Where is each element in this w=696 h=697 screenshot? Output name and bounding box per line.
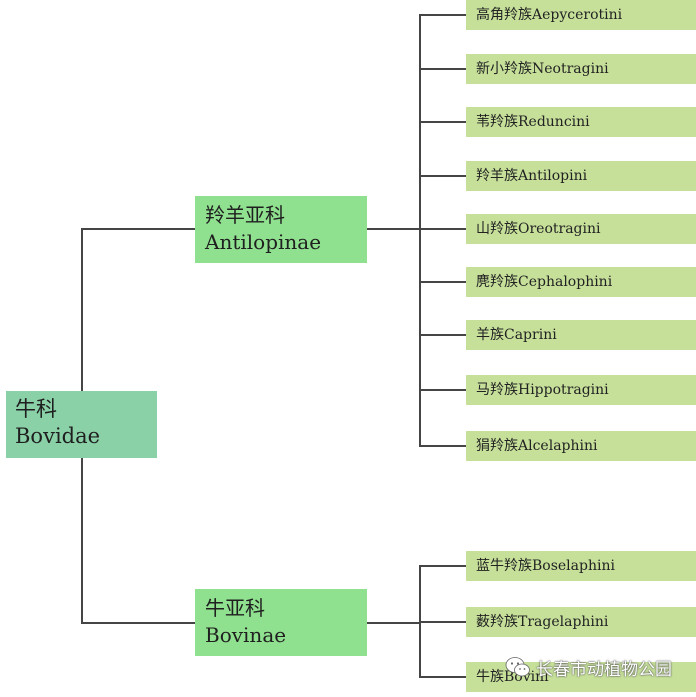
subfamily-name-en: Antilopinae (205, 230, 322, 254)
tribe-node-neotragini: 新小羚族Neotragini (466, 54, 696, 84)
tribe-node-alcelaphini: 狷羚族Alcelaphini (466, 431, 696, 461)
connector-tribe-branch (419, 14, 466, 16)
connector-tribe-branch (419, 175, 466, 177)
tribe-node-oreotragini: 山羚族Oreotragini (466, 214, 696, 244)
subfamily-name-cn: 羚羊亚科 (205, 203, 285, 227)
connector-antilopinae-spine (419, 15, 421, 447)
connector-root-to-antilopinae (81, 228, 195, 230)
wechat-icon (505, 656, 531, 678)
root-node-bovidae: 牛科 Bovidae (6, 391, 157, 458)
tribe-node-antilopini: 羚羊族Antilopini (466, 161, 696, 191)
connector-tribe-branch (419, 334, 466, 336)
subfamily-name-cn: 牛亚科 (205, 596, 265, 620)
connector-tribe-branch (419, 676, 466, 678)
connector-tribe-branch (419, 121, 466, 123)
root-name-en: Bovidae (15, 424, 101, 448)
subfamily-node-bovinae: 牛亚科 Bovinae (195, 589, 367, 656)
connector-tribe-branch (419, 389, 466, 391)
watermark: 长春市动植物公园 (505, 652, 672, 682)
tribe-node-boselaphini: 蓝牛羚族Boselaphini (466, 551, 696, 581)
subfamily-node-antilopinae: 羚羊亚科 Antilopinae (195, 196, 367, 263)
connector-tribe-branch (419, 565, 466, 567)
connector-tribe-branch (419, 68, 466, 70)
tribe-node-cephalophini: 麂羚族Cephalophini (466, 267, 696, 297)
connector-tribe-branch (419, 228, 466, 230)
connector-tribe-branch (419, 281, 466, 283)
connector-tribe-branch (419, 445, 466, 447)
tribe-node-aepycerotini: 高角羚族Aepycerotini (466, 0, 696, 30)
tribe-node-hippotragini: 马羚族Hippotragini (466, 375, 696, 405)
connector-antilopinae-stub (366, 228, 420, 230)
tribe-node-caprini: 羊族Caprini (466, 320, 696, 350)
connector-bovinae-stub (366, 622, 420, 624)
tribe-node-reduncini: 苇羚族Reduncini (466, 107, 696, 137)
watermark-text: 长春市动植物公园 (536, 659, 672, 680)
connector-root-to-bovinae (81, 622, 195, 624)
root-name-cn: 牛科 (15, 397, 57, 421)
connector-tribe-branch (419, 621, 466, 623)
subfamily-name-en: Bovinae (205, 623, 287, 647)
tribe-node-tragelaphini: 薮羚族Tragelaphini (466, 607, 696, 637)
tribe-node-bovini: 牛族Bovini (466, 662, 696, 692)
